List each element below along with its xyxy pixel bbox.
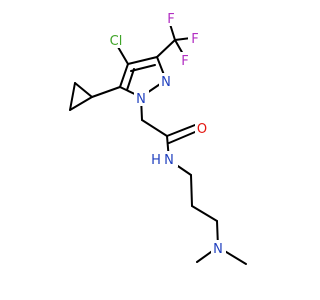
atom-nh-h-label: H xyxy=(151,153,161,168)
bond-lines xyxy=(69,23,247,265)
atom-nh-n-label: N xyxy=(164,153,174,168)
bond-c5-c4 xyxy=(119,63,129,88)
atom-n-amine: N xyxy=(211,240,226,257)
atom-n-ring1: N xyxy=(134,90,149,107)
bond-c3-cf3 xyxy=(156,39,176,58)
atom-n-ring2-label: N xyxy=(161,75,171,90)
molecule-structure: Cl F F F N N O H N xyxy=(69,10,247,265)
bond-c5-c4-double xyxy=(126,68,135,91)
atom-o: O xyxy=(195,120,210,137)
atom-n-ring1-label: N xyxy=(136,92,146,107)
atom-f3: F xyxy=(178,52,192,69)
bond-cf3-f1 xyxy=(169,23,176,41)
bond-c2-c3 xyxy=(191,205,218,222)
bond-c1-c2 xyxy=(190,174,193,207)
atom-f3-label: F xyxy=(181,54,188,69)
bond-ch2-co xyxy=(141,119,168,137)
atom-n-amine-label: N xyxy=(213,242,223,257)
bond-co-o-double xyxy=(168,131,196,144)
atom-o-label: O xyxy=(197,122,207,137)
bond-c5-cp xyxy=(91,86,121,98)
bond-co-o xyxy=(166,124,196,137)
bond-cp-a xyxy=(74,82,93,98)
atom-labels: Cl F F F N N O H N xyxy=(104,10,226,257)
atom-f2-label: F xyxy=(191,32,198,47)
atom-cl: Cl xyxy=(104,32,128,49)
atom-n-ring2: N xyxy=(159,73,174,90)
atom-f2: F xyxy=(188,30,202,47)
atom-f1-label: F xyxy=(167,12,174,27)
bond-c4-cl xyxy=(117,46,129,65)
atom-nh: H N xyxy=(150,151,178,168)
bond-cp-c xyxy=(69,96,93,111)
bond-c4-c3 xyxy=(127,56,158,65)
atom-f1: F xyxy=(164,10,178,27)
bond-c4-c3-double xyxy=(130,64,156,72)
bond-cf3-f3 xyxy=(174,39,184,55)
bond-cp-b xyxy=(69,82,76,111)
atom-cl-label: Cl xyxy=(110,34,123,49)
